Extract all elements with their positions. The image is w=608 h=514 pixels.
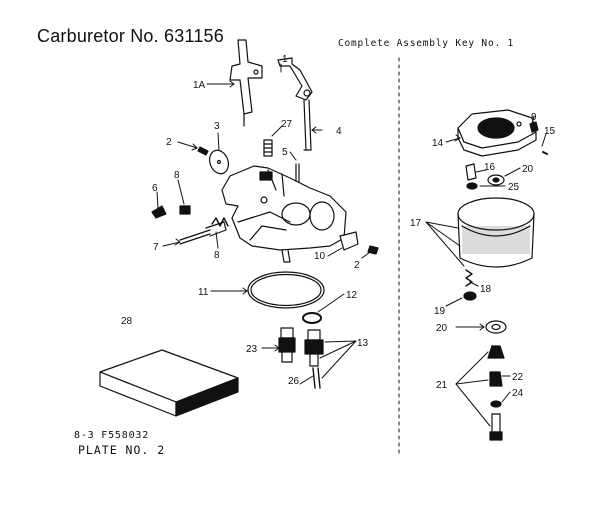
callout-28: 28: [121, 316, 133, 327]
float-spring-part: [465, 269, 473, 287]
callout-4: 4: [336, 126, 342, 137]
callout-8-bottom: 8: [214, 250, 220, 261]
repair-kit-box: [99, 349, 239, 417]
screw-part: [197, 146, 209, 156]
float-part: [457, 197, 535, 268]
fitting-13-part: [304, 329, 324, 367]
callout-25: 25: [508, 182, 520, 193]
callout-1: 1: [282, 54, 288, 65]
carburetor-body: [221, 165, 347, 263]
callout-21: 21: [436, 380, 448, 391]
fitting-23-part: [278, 327, 296, 363]
callout-8-top: 8: [174, 170, 180, 181]
float-bowl-cover-part: [457, 109, 537, 157]
hinge-pin-part: [463, 291, 477, 301]
callout-26: 26: [288, 376, 300, 387]
throttle-lever-part: [229, 39, 263, 127]
callout-24: 24: [512, 388, 524, 399]
callout-16: 16: [484, 162, 496, 173]
assembly-key-label: Complete Assembly Key No. 1: [338, 38, 515, 49]
callout-17: 17: [410, 218, 422, 229]
callout-22: 22: [512, 372, 524, 383]
spring-8-part: [211, 217, 229, 227]
spring-27-part: [263, 139, 273, 157]
o-ring-part: [302, 312, 322, 324]
part-code: 8-3 F558032: [74, 430, 150, 441]
diagram-title: Carburetor No. 631156: [37, 26, 224, 46]
screw-8-part: [179, 205, 191, 215]
leader-lines-left: [156, 63, 371, 385]
washer-25-part: [466, 182, 478, 190]
callout-5: 5: [282, 147, 288, 158]
callout-10: 10: [314, 251, 326, 262]
callout-27: 27: [281, 119, 293, 130]
callout-18: 18: [480, 284, 492, 295]
callout-12: 12: [346, 290, 358, 301]
gasket-part: [247, 271, 325, 309]
needle-assembly-part: [487, 345, 505, 441]
callout-13: 13: [357, 338, 369, 349]
screw-16-part: [465, 163, 477, 181]
callout-3: 3: [214, 121, 220, 132]
callout-9: 9: [531, 112, 537, 123]
callout-20-bottom: 20: [436, 323, 448, 334]
jet-pin-part: [312, 367, 321, 389]
needle-valve-part: [179, 221, 227, 245]
callout-2: 2: [166, 137, 172, 148]
callout-1a: 1A: [193, 80, 206, 91]
callout-2-right: 2: [354, 260, 360, 271]
callout-23: 23: [246, 344, 258, 355]
leader-lines-right: [425, 115, 547, 427]
idle-screw-part: [151, 205, 167, 219]
callout-19: 19: [434, 306, 446, 317]
washer-lower-part: [485, 320, 507, 334]
callout-11: 11: [198, 287, 209, 298]
pin-part: [295, 163, 300, 183]
choke-shaft-part: [303, 99, 312, 151]
callout-6: 6: [152, 183, 158, 194]
washer-20-part: [487, 174, 505, 186]
callout-15: 15: [544, 126, 556, 137]
bracket-part: [339, 231, 359, 251]
choke-lever-part: [277, 57, 313, 101]
callout-14: 14: [432, 138, 444, 149]
retainer-part: [542, 151, 548, 155]
plate-number: PLATE NO. 2: [78, 443, 166, 457]
callout-7: 7: [153, 242, 159, 253]
callout-20-top: 20: [522, 164, 534, 175]
spring-clip-part: [529, 121, 539, 133]
valve-plate-part: [208, 149, 230, 175]
